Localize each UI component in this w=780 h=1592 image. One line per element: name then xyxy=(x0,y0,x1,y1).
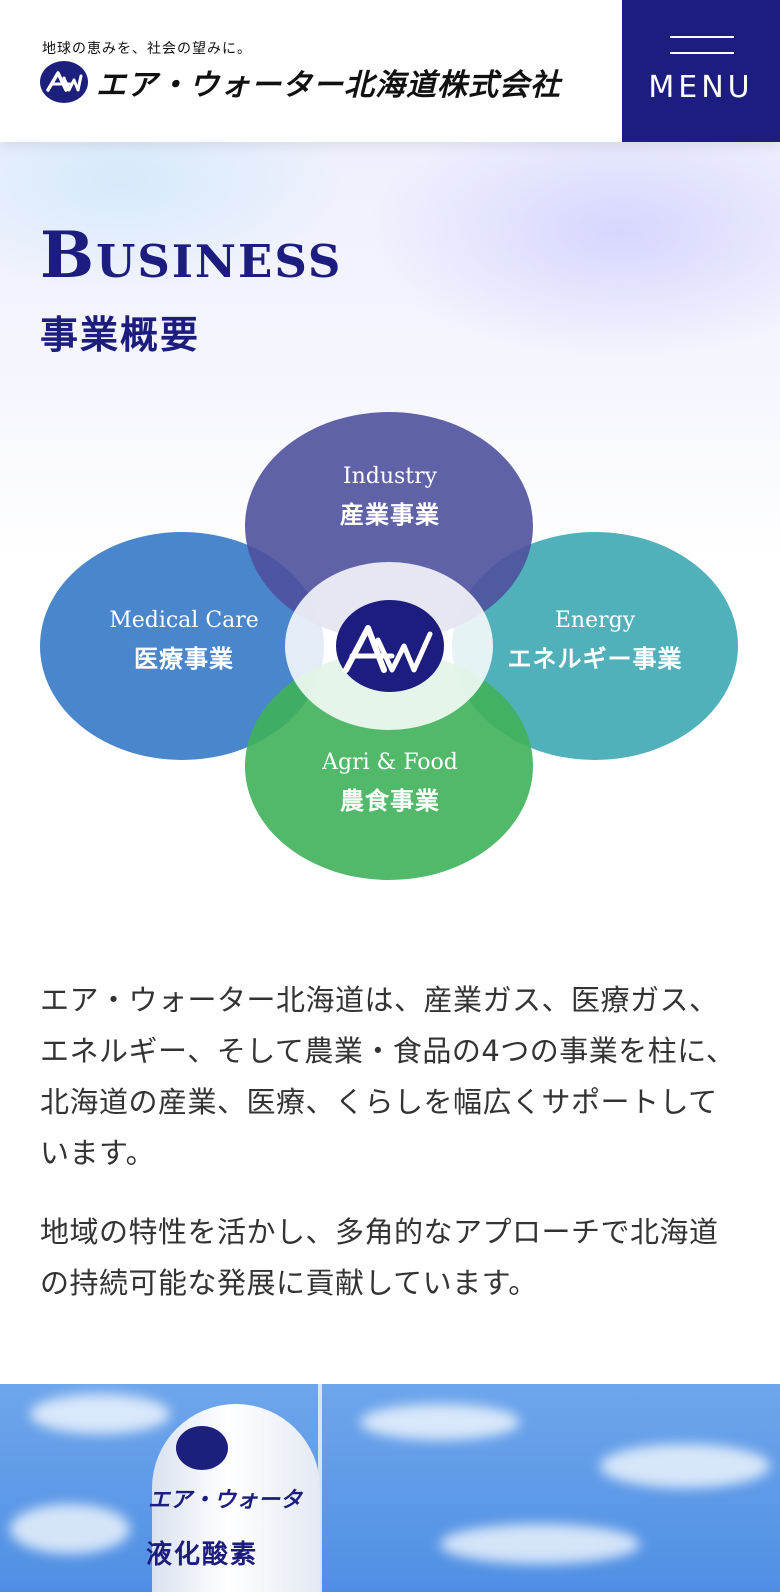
hamburger-icon-line xyxy=(670,52,734,54)
air-water-logo-icon xyxy=(336,600,444,692)
tank-photo: エア・ウォータ 液化酸素 xyxy=(0,1384,780,1592)
cloud xyxy=(600,1444,770,1488)
petal-label-energy[interactable]: Energy エネルギー事業 xyxy=(480,608,710,674)
petal-ja: エネルギー事業 xyxy=(507,645,683,673)
cloud xyxy=(30,1394,170,1434)
petal-en: Agri & Food xyxy=(322,750,458,775)
tank-name: 液化酸素 xyxy=(146,1540,259,1570)
air-water-logo-icon xyxy=(176,1426,228,1470)
air-water-logo-icon xyxy=(40,61,88,103)
description-paragraph-2: 地域の特性を活かし、多角的なアプローチで北海道の持続可能な発展に貢献しています。 xyxy=(40,1215,719,1300)
petal-industry[interactable] xyxy=(245,412,533,640)
site-header: 地球の恵みを、社会の望みに。 エア・ウォーター北海道株式会社 MENU xyxy=(0,0,780,142)
cloud xyxy=(440,1524,640,1564)
petal-en: Energy xyxy=(554,608,636,633)
tagline: 地球の恵みを、社会の望みに。 xyxy=(42,41,252,57)
company-name: エア・ウォーター北海道株式会社 xyxy=(96,68,561,103)
section-title-ja: 事業概要 xyxy=(40,313,201,357)
petal-en: Medical Care xyxy=(109,608,259,633)
petal-ja: 産業事業 xyxy=(340,501,440,529)
menu-label: MENU xyxy=(648,70,754,105)
menu-button[interactable]: MENU xyxy=(622,0,780,142)
petal-energy[interactable] xyxy=(452,532,738,760)
petal-label-industry[interactable]: Industry 産業事業 xyxy=(290,464,490,530)
cloud xyxy=(360,1404,520,1440)
petal-ja: 医療事業 xyxy=(134,645,234,673)
hamburger-icon xyxy=(670,36,734,38)
petal-label-medical[interactable]: Medical Care 医療事業 xyxy=(84,608,284,674)
petal-agri[interactable] xyxy=(245,652,533,880)
business-diagram: Industry 産業事業 Medical Care 医療事業 Energy エ… xyxy=(0,400,780,900)
tank-brand: エア・ウォータ xyxy=(148,1488,303,1513)
section-title-en: Business xyxy=(40,218,343,293)
petal-en: Industry xyxy=(342,464,438,489)
cloud xyxy=(10,1504,130,1554)
petal-label-agri[interactable]: Agri & Food 農食事業 xyxy=(290,750,490,816)
petal-ja: 農食事業 xyxy=(340,787,440,815)
gas-tank: エア・ウォータ 液化酸素 xyxy=(146,1404,320,1592)
company-logo[interactable]: エア・ウォーター北海道株式会社 xyxy=(40,60,561,104)
business-diagram-svg xyxy=(40,412,738,880)
petal-medical[interactable] xyxy=(40,532,324,760)
logo-aw-glyph xyxy=(343,625,433,673)
pole xyxy=(318,1384,322,1592)
description-paragraph-1: エア・ウォーター北海道は、産業ガス、医療ガス、エネルギー、そして農業・食品の4つ… xyxy=(40,983,736,1170)
